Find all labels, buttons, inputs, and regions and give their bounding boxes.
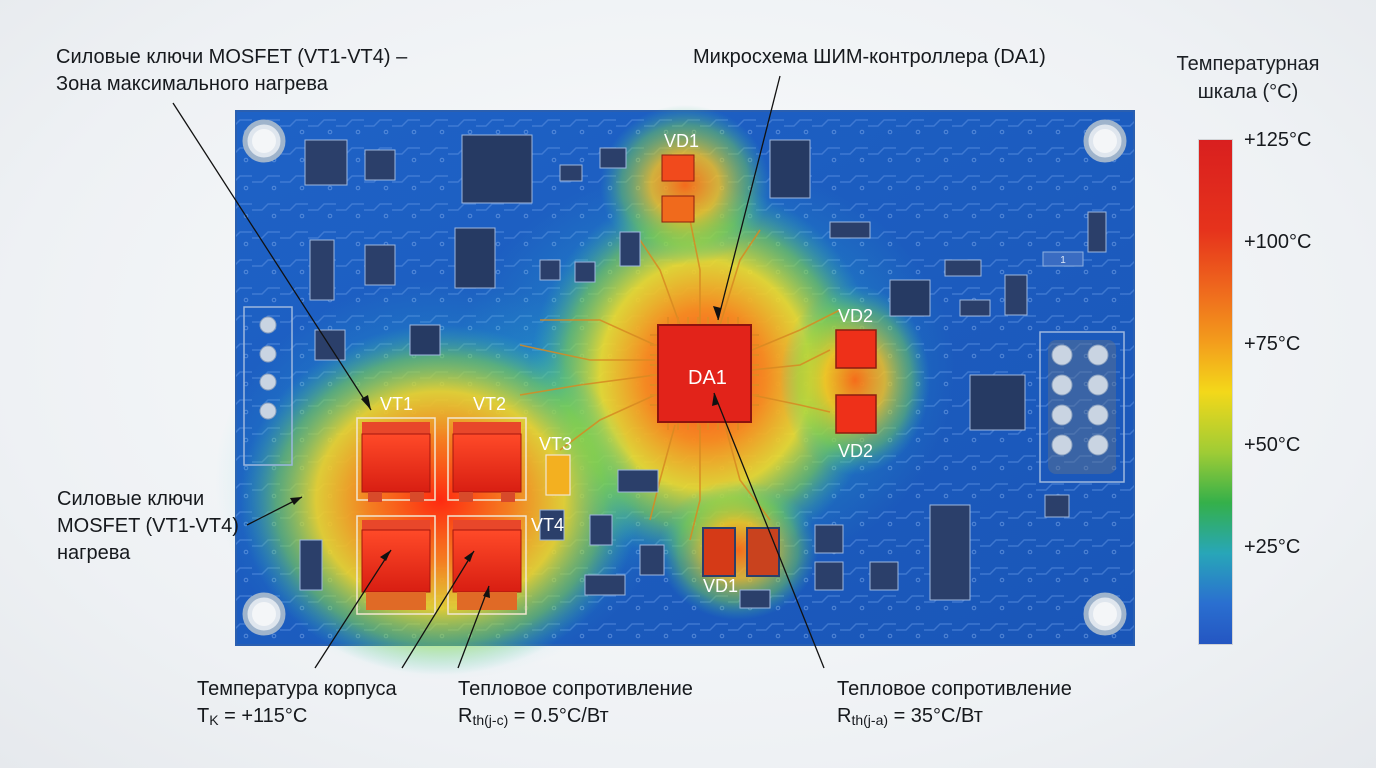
mosfet-top-callout: Силовые ключи MOSFET (VT1-VT4) – Зона ма… <box>56 44 407 98</box>
mosfet-top-line1: Силовые ключи MOSFET (VT1-VT4) – <box>56 46 408 68</box>
vt-lower-left-package <box>356 515 436 615</box>
right-connector <box>1039 331 1125 483</box>
mosfet-left-line3: нагрева <box>57 542 131 564</box>
mosfet-left-line1: Силовые ключи <box>57 488 205 510</box>
vt2-label: VT2 <box>473 394 506 414</box>
scale-title-line1: Температурная <box>1176 53 1320 75</box>
rth-jc-line1: Тепловое сопротивление <box>458 678 693 700</box>
pwm-controller-callout: Микросхема ШИМ-контроллера (DA1) <box>693 46 1046 68</box>
rth-jc-formula: Rth(j-c) = 0.5°C/Вт <box>458 703 693 734</box>
rth-ja-formula: Rth(j-a) = 35°C/Вт <box>837 703 1072 734</box>
rth-ja-line1: Тепловое сопротивление <box>837 678 1072 700</box>
rth-ja-sub: th(j-a) <box>851 712 889 728</box>
scale-tick-75: +75°C <box>1244 333 1301 355</box>
vd1-top-diodes <box>661 154 695 223</box>
leader-arrowheads <box>290 306 721 598</box>
smd-components <box>299 134 1107 609</box>
vt3-package <box>545 454 571 496</box>
scale-tick-25: +25°C <box>1244 536 1301 558</box>
da1-label: DA1 <box>688 367 727 389</box>
scale-tick-100: +100°C <box>1244 231 1312 253</box>
vt4-package <box>447 515 527 615</box>
rth-ja-callout: Тепловое сопротивление Rth(j-a) = 35°C/В… <box>837 676 1072 734</box>
rth-ja-value: = 35°C/Вт <box>888 705 983 727</box>
scale-tick-50: +50°C <box>1244 434 1301 456</box>
da1-chip <box>650 317 759 430</box>
mosfet-top-line2: Зона максимального нагрева <box>56 73 328 95</box>
component-labels: VT1 VT2 VT3 VT4 DA1 VD1 VD1 VD2 VD2 <box>380 131 873 596</box>
vt1-package <box>356 417 436 502</box>
vd1-bottom-diodes <box>702 527 780 577</box>
rth-jc-callout: Тепловое сопротивление Rth(j-c) = 0.5°C/… <box>458 676 693 734</box>
small-tag-label: 1 <box>1060 255 1066 266</box>
mounting-holes <box>242 119 1127 636</box>
vd2-bottom-label: VD2 <box>838 441 873 461</box>
rth-jc-sub: th(j-c) <box>472 712 509 728</box>
left-connector <box>243 306 293 466</box>
vt4-label: VT4 <box>531 515 564 535</box>
case-temp-value: = +115°C <box>218 705 308 727</box>
rth-jc-value: = 0.5°C/Вт <box>508 705 609 727</box>
case-temp-line1: Температура корпуса <box>197 678 397 700</box>
rth-ja-symbol: R <box>837 705 852 727</box>
mosfet-left-line2: MOSFET (VT1-VT4) <box>57 515 239 537</box>
vt1-label: VT1 <box>380 394 413 414</box>
vd1-top-label: VD1 <box>664 131 699 151</box>
case-temp-sub: K <box>209 712 219 728</box>
vd2-diodes <box>835 329 877 434</box>
temperature-scale-title: Температурная шкала (°C) <box>1160 50 1336 106</box>
case-temp-symbol: T <box>197 705 210 727</box>
mosfet-left-callout: Силовые ключи MOSFET (VT1-VT4) нагрева <box>57 486 239 567</box>
case-temp-callout: Температура корпуса TK = +115°C <box>197 676 397 734</box>
small-tag: 1 <box>1042 251 1084 267</box>
da1-traces <box>519 219 841 541</box>
scale-title-line2: шкала (°C) <box>1197 81 1299 103</box>
vt2-package <box>447 417 527 502</box>
leader-lines <box>172 75 825 669</box>
scale-tick-125: +125°C <box>1244 129 1312 151</box>
vd2-top-label: VD2 <box>838 306 873 326</box>
vt3-label: VT3 <box>539 434 572 454</box>
rth-jc-symbol: R <box>458 705 473 727</box>
temperature-scale-bar <box>1199 140 1232 644</box>
case-temp-formula: TK = +115°C <box>197 703 397 734</box>
vd1-bottom-label: VD1 <box>703 576 738 596</box>
